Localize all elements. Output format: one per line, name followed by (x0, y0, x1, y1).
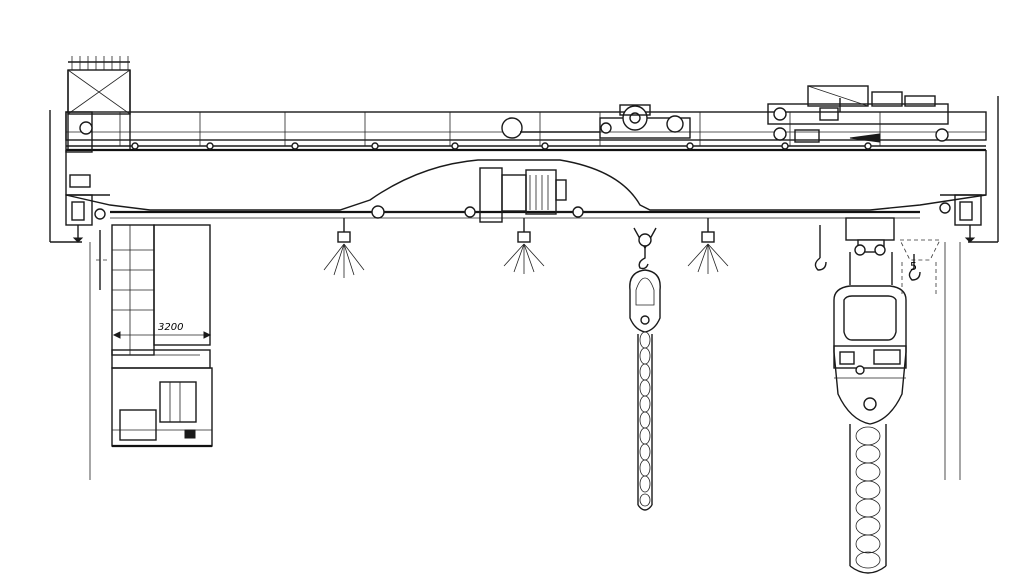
center-chain (637, 331, 653, 511)
trolley-machinery-center (501, 104, 691, 139)
dimension-line: 3200 (112, 322, 212, 339)
building-walls (49, 96, 999, 480)
right-end-truck (935, 128, 982, 243)
light-center (503, 218, 545, 274)
left-end-truck (65, 111, 106, 243)
operator-cab: 3200 (96, 224, 213, 448)
center-drive-unit (370, 167, 640, 223)
dashed-auxiliary-hook: 5 (899, 239, 941, 295)
center-hook-assembly (629, 227, 661, 511)
right-hook-assembly (814, 217, 907, 574)
hook-marker: 5 (910, 260, 917, 273)
cab-body (111, 367, 213, 448)
left-lattice-tower (67, 56, 131, 150)
bridge-girder (65, 111, 987, 152)
light-left (323, 218, 365, 278)
trolley-machinery-right (767, 85, 949, 143)
dimension-label: 3200 (158, 322, 183, 333)
tower-top-rail (68, 56, 130, 70)
light-right (687, 218, 729, 274)
right-hook-block (833, 285, 907, 425)
right-chain (849, 424, 887, 574)
